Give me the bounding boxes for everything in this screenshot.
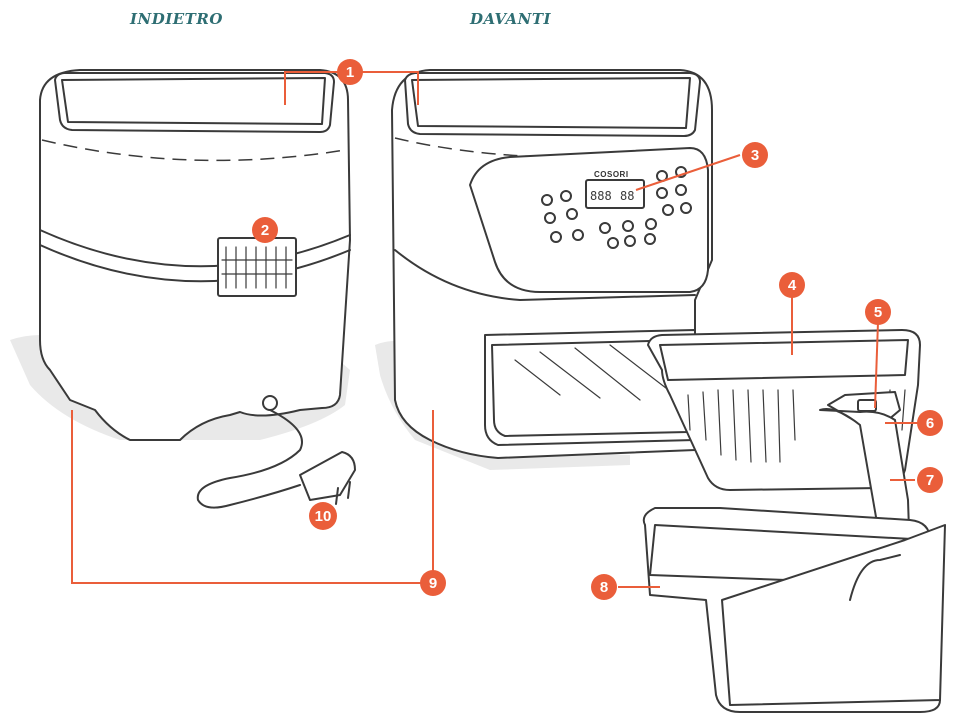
callout-9: 9 [420, 570, 446, 596]
plug-pin-1 [348, 482, 350, 498]
callout-number: 7 [926, 472, 934, 489]
control-button[interactable] [681, 203, 691, 213]
callout-number: 2 [261, 222, 269, 239]
control-button[interactable] [561, 191, 571, 201]
cord-grommet [263, 396, 277, 410]
lcd-digits-right: 88 [620, 189, 634, 203]
callout-10: 10 [309, 502, 337, 530]
basket-rim [660, 340, 908, 380]
control-button[interactable] [608, 238, 618, 248]
power-plug [300, 452, 355, 500]
control-button[interactable] [542, 195, 552, 205]
control-button[interactable] [646, 219, 656, 229]
callout-3: 3 [742, 142, 768, 168]
control-button[interactable] [551, 232, 561, 242]
control-button[interactable] [623, 221, 633, 231]
control-button[interactable] [600, 223, 610, 233]
callout-number: 3 [751, 147, 759, 164]
control-button[interactable] [625, 236, 635, 246]
back-view-heading: INDIETRO [129, 10, 223, 28]
callout-number: 4 [788, 277, 797, 294]
callout-8: 8 [591, 574, 617, 600]
callout-number: 5 [874, 304, 882, 321]
callout-5: 5 [865, 299, 891, 325]
control-button[interactable] [545, 213, 555, 223]
control-button[interactable] [567, 209, 577, 219]
control-button[interactable] [676, 185, 686, 195]
callout-number: 9 [429, 575, 437, 592]
callout-4: 4 [779, 272, 805, 298]
callout-number: 10 [315, 508, 332, 525]
callout-1: 1 [337, 59, 363, 85]
front-view-heading: DAVANTI [469, 10, 552, 28]
lcd-digits-left: 888 [590, 189, 612, 203]
callout-number: 1 [346, 64, 354, 81]
control-button[interactable] [663, 205, 673, 215]
brand-logo: COSORI [594, 170, 629, 179]
callout-6: 6 [917, 410, 943, 436]
outer-pan [644, 508, 945, 712]
control-button[interactable] [657, 188, 667, 198]
control-panel [470, 148, 708, 292]
front-lid-panel [412, 78, 690, 128]
callout-number: 8 [600, 579, 608, 596]
callout-number: 6 [926, 415, 934, 432]
callout-2: 2 [252, 217, 278, 243]
control-button[interactable] [645, 234, 655, 244]
callout-7: 7 [917, 467, 943, 493]
front-view-fryer: COSORI 888 88 [375, 70, 712, 470]
back-view-fryer [10, 70, 355, 508]
control-button[interactable] [573, 230, 583, 240]
rear-vent [218, 238, 296, 296]
release-button[interactable] [858, 400, 876, 411]
